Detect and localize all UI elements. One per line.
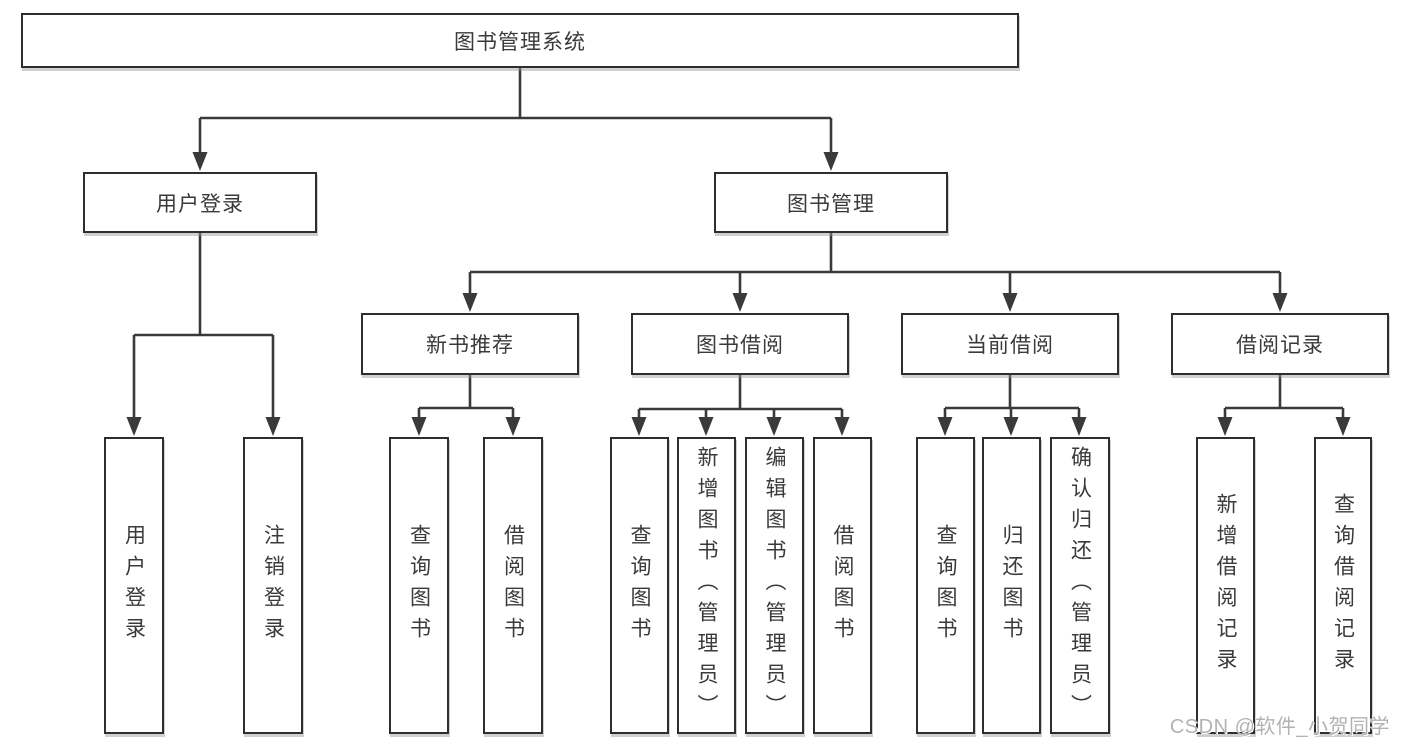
arrow-icon [126,417,142,436]
leaf-label: 注销登录 [261,523,285,648]
leaf-label: 查询图书 [407,523,431,648]
leaf-borrow-books-2: 借阅图书 [813,437,872,734]
arrow-icon [823,152,839,171]
leaf-query-books-2: 查询图书 [610,437,669,734]
leaf-logout: 注销登录 [243,437,303,734]
leaf-label: 归还图书 [1000,523,1023,648]
arrow-icon [698,417,714,436]
arrow-icon [411,417,427,436]
arrow-icon [1335,417,1351,436]
leaf-label: 编辑图书（管理员） [763,446,786,725]
node-user-login: 用户登录 [83,172,317,233]
arrow-icon [505,417,521,436]
leaf-label: 新增借阅记录 [1214,492,1237,679]
node-library-management-system: 图书管理系统 [21,13,1019,68]
arrow-icon [937,417,953,436]
arrow-icon [1217,417,1233,436]
arrow-icon [732,293,748,312]
node-borrowing-records: 借阅记录 [1171,313,1389,375]
arrow-icon [192,152,208,171]
connector-newbook-to-leaves [417,375,515,419]
leaf-add-book-admin: 新增图书（管理员） [677,437,736,734]
leaf-query-borrow-record: 查询借阅记录 [1314,437,1372,734]
node-book-management: 图书管理 [714,172,948,233]
leaf-confirm-return-admin: 确认归还（管理员） [1050,437,1110,734]
node-new-book-recommend: 新书推荐 [361,313,579,375]
connector-manage-to-level3 [468,233,1282,295]
node-book-borrowing: 图书借阅 [631,313,849,375]
arrow-icon [1002,293,1018,312]
connector-current-to-leaves [943,375,1081,419]
leaf-label: 用户登录 [122,523,146,648]
connector-root-to-level2 [198,68,833,153]
leaf-edit-book-admin: 编辑图书（管理员） [745,437,804,734]
leaf-query-books-3: 查询图书 [916,437,975,734]
connector-borrow-to-leaves [637,375,844,419]
arrow-icon [1272,293,1288,312]
leaf-query-books-1: 查询图书 [389,437,449,734]
leaf-user-login: 用户登录 [104,437,164,734]
arrow-icon [631,417,647,436]
arrow-icon [834,417,850,436]
leaf-label: 查询图书 [934,523,957,648]
leaf-add-borrow-record: 新增借阅记录 [1196,437,1255,734]
leaf-label: 查询借阅记录 [1331,492,1355,679]
arrow-icon [1003,417,1019,436]
node-current-borrowing: 当前借阅 [901,313,1119,375]
arrow-icon [1071,417,1087,436]
connector-login-to-leaves [132,233,275,418]
connector-record-to-leaves [1223,375,1345,419]
csdn-watermark: CSDN @软件_小贺同学 [1169,716,1390,738]
leaf-label: 确认归还（管理员） [1068,446,1092,725]
leaf-label: 查询图书 [628,523,651,648]
leaf-label: 借阅图书 [831,523,854,648]
leaf-return-book: 归还图书 [982,437,1041,734]
arrow-icon [462,293,478,312]
arrow-icon [265,417,281,436]
arrow-icon [766,417,782,436]
leaf-label: 借阅图书 [501,523,525,648]
leaf-label: 新增图书（管理员） [695,446,718,725]
leaf-borrow-books-1: 借阅图书 [483,437,543,734]
